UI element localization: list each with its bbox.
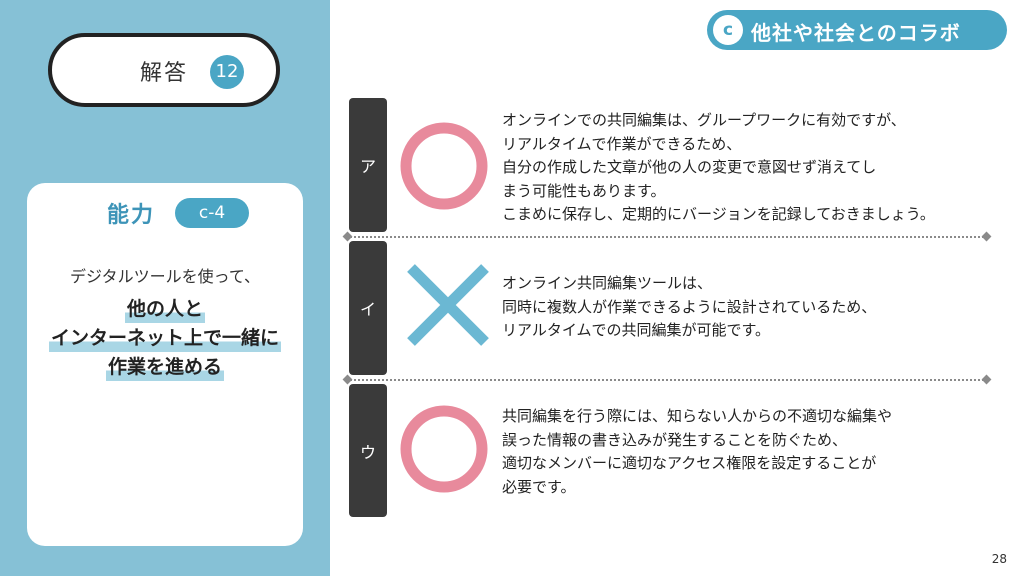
text-line: 適切なメンバーに適切なアクセス権限を設定することが: [502, 454, 877, 472]
row-divider: [347, 379, 987, 381]
text-line: 誤った情報の書き込みが発生することを防ぐため、: [502, 430, 848, 449]
text-line: オンラインでの共同編集は、グループワークに有効ですが、: [502, 111, 906, 129]
text-line: オンライン共同編集ツールは、: [502, 274, 713, 292]
ability-highlight: インターネット上で一緒に: [48, 324, 281, 352]
ability-description: デジタルツールを使って、 他の人と インターネット上で一緒に 作業を進める: [27, 263, 303, 381]
text-line: こまめに保存し、定期的にバージョンを記録しておきましょう。: [502, 205, 935, 223]
text-line: リアルタイムで作業ができるため、: [502, 134, 742, 153]
circle-mark-icon: [400, 122, 488, 210]
text-line: 必要です。: [502, 477, 576, 496]
row-divider: [347, 236, 987, 238]
ability-title: 能力: [107, 203, 156, 228]
section-title: 他社や社会とのコラボ: [751, 21, 961, 45]
text-line: 共同編集を行う際には、知らない人からの不適切な編集や: [502, 407, 893, 425]
section-letter: c: [713, 15, 743, 45]
text-line: まう可能性もあります。: [502, 181, 666, 200]
section-badge: c 他社や社会とのコラボ: [707, 10, 1007, 50]
left-panel: 解答 12 能力 c-4 デジタルツールを使って、 他の人と インターネット上で…: [0, 0, 330, 576]
ability-line: デジタルツールを使って、: [69, 267, 261, 286]
text-line: 同時に複数人が作業できるように設計されているため、: [502, 297, 877, 316]
option-label-i: イ: [349, 241, 387, 375]
option-text-a: オンラインでの共同編集は、グループワークに有効ですが、 リアルタイムで作業ができ…: [502, 109, 935, 227]
page-number: 28: [991, 552, 1007, 566]
option-text-u: 共同編集を行う際には、知らない人からの不適切な編集や 誤った情報の書き込みが発生…: [502, 405, 892, 499]
ability-highlight: 作業を進める: [105, 353, 224, 381]
option-text-i: オンライン共同編集ツールは、 同時に複数人が作業できるように設計されているため、…: [502, 272, 876, 343]
circle-mark-icon: [400, 405, 488, 493]
answer-label: 解答: [140, 61, 189, 86]
answer-number-badge: 12: [210, 55, 244, 89]
option-label-u: ウ: [349, 384, 387, 517]
text-line: リアルタイムでの共同編集が可能です。: [502, 321, 771, 339]
text-line: 自分の作成した文章が他の人の変更で意図せず消えてし: [502, 158, 877, 176]
answer-pill: 解答 12: [48, 33, 280, 107]
ability-code-badge: c-4: [175, 198, 249, 228]
ability-highlight: 他の人と: [124, 295, 205, 323]
cross-mark-icon: [407, 264, 489, 346]
option-label-a: ア: [349, 98, 387, 232]
ability-card: 能力 c-4 デジタルツールを使って、 他の人と インターネット上で一緒に 作業…: [27, 183, 303, 546]
